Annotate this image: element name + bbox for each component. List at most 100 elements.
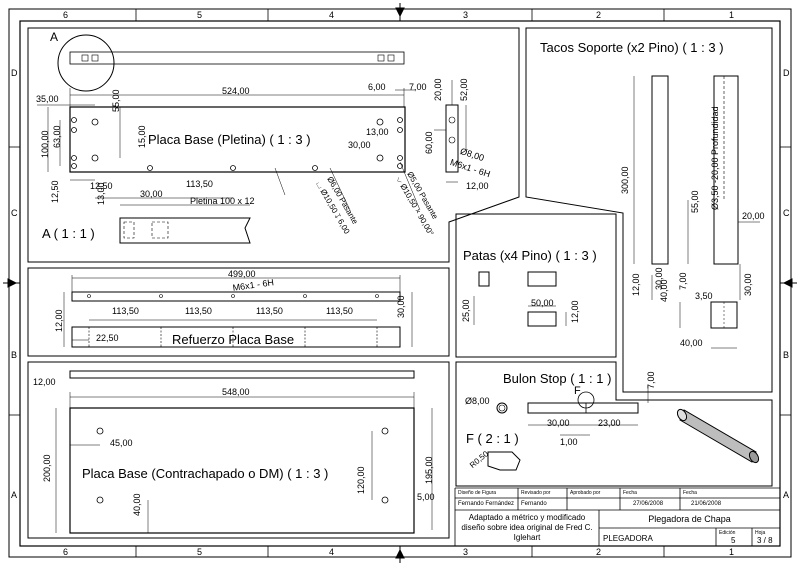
pata-dim-50: 50,00 <box>531 298 554 308</box>
cp-dim-40: 40,00 <box>132 493 142 516</box>
tb-fecha2-header: Fecha <box>683 490 697 496</box>
detail-a-circle-label: A <box>50 30 59 44</box>
dim-12: 12,00 <box>466 181 489 191</box>
bulon-dims <box>528 385 649 436</box>
pata-top <box>527 271 557 287</box>
pata-dim-12: 12,00 <box>570 300 580 323</box>
taco-dim-12: 12,00 <box>631 273 641 296</box>
zone-top-6: 6 <box>63 10 69 20</box>
dim-12-50a: 12,50 <box>50 180 60 203</box>
zone-bottom-4: 4 <box>329 547 335 557</box>
zone-bottom-3: 3 <box>463 547 469 557</box>
dim-20: 20,00 <box>433 78 443 101</box>
frame-bulon <box>455 361 773 487</box>
taco-dim-20: 20,00 <box>742 211 765 221</box>
detail-f-circle <box>577 391 595 409</box>
dim-6: 6,00 <box>368 82 386 92</box>
detail-f-view <box>487 451 521 471</box>
tb-aprobado-header: Aprobado por <box>570 490 601 496</box>
taco-dim-7: 7,00 <box>678 272 688 290</box>
refuerzo-title: Refuerzo Placa Base <box>172 332 295 347</box>
zone-right-b: B <box>783 350 790 360</box>
taco-dims <box>633 76 760 349</box>
refuerzo-dims <box>63 275 413 347</box>
refuerzo-top-holes <box>87 294 379 298</box>
taco-dim-40a: 40,00 <box>659 279 669 302</box>
taco-dim-30b: 30,00 <box>743 273 753 296</box>
cp-dim-12: 12,00 <box>33 377 56 387</box>
taco-dim-hole: Ø3,50 -20,00 Profundidad <box>710 106 720 210</box>
centering-marks <box>3 3 797 563</box>
ref-dim-12: 12,00 <box>54 309 64 332</box>
pata-dim-25: 25,00 <box>461 299 471 322</box>
dim-13a: 13,00 <box>96 182 106 205</box>
taco-front <box>651 75 669 265</box>
taco-dim-300: 300,00 <box>620 166 630 194</box>
tb-note: Adaptado a métrico y modificado diseño s… <box>461 513 593 542</box>
zone-top-5: 5 <box>197 10 203 20</box>
dim-15: 15,00 <box>137 125 147 148</box>
ref-dim-113-50d: 113,50 <box>326 306 353 316</box>
tb-drawing-title: Plegadora de Chapa <box>648 514 731 524</box>
dim-35: 35,00 <box>36 94 59 104</box>
frame-tacos <box>525 27 773 393</box>
ref-dim-113-50b: 113,50 <box>185 306 212 316</box>
dim-100: 100,00 <box>40 130 50 158</box>
cp-dim-200: 200,00 <box>42 454 52 482</box>
tb-edicion-value: 5 <box>731 536 736 545</box>
detail-a-part <box>119 217 251 244</box>
frame-patas <box>455 213 617 358</box>
tb-diseno-header: Diseño de Figura <box>458 490 497 496</box>
contrachapado-plan <box>69 407 415 534</box>
dim-12-50b: 12,50 <box>90 181 113 191</box>
detail-f-mark: F <box>574 385 581 397</box>
detail-a-circle <box>57 34 115 92</box>
taco-side <box>713 75 739 265</box>
ref-dim-30: 30,00 <box>396 295 406 318</box>
cp-dim-548: 548,00 <box>222 387 250 397</box>
zone-bottom-5: 5 <box>197 547 203 557</box>
bulon-dim-7: 7,00 <box>646 371 656 389</box>
placa-base-holes <box>71 117 403 171</box>
tb-revisado-header: Revisado por <box>521 490 551 496</box>
zone-top-1: 1 <box>729 10 735 20</box>
zone-top-3: 3 <box>463 10 469 20</box>
zone-bottom-1: 1 <box>729 547 735 557</box>
tb-fecha2-value: 21/06/2008 <box>691 501 722 507</box>
title-block-grid <box>454 487 780 546</box>
tb-drawing-number: PLEGADORA <box>603 534 653 543</box>
dim-113-50: 113,50 <box>186 179 213 189</box>
tb-diseno-value: Fernando Fernández <box>458 501 515 507</box>
zone-right-d: D <box>783 68 790 78</box>
ref-dim-499: 499,00 <box>228 269 256 279</box>
refuerzo-front <box>71 326 401 348</box>
tb-revisado-value: Fernando <box>521 501 547 507</box>
dim-60: 60,00 <box>424 131 434 154</box>
bulon-dim-d8: Ø8,00 <box>465 396 490 406</box>
bulon-end-view <box>496 402 508 414</box>
cp-dim-195: 195,00 <box>424 456 434 484</box>
contrachapado-holes <box>96 427 389 504</box>
zone-right-a: A <box>783 490 790 500</box>
zone-left-a: A <box>11 490 18 500</box>
frame-placa-base <box>27 27 520 263</box>
dim-55: 55,00 <box>111 89 121 112</box>
zone-ticks <box>9 9 791 557</box>
pata-side <box>527 311 557 327</box>
ref-dim-113-50c: 113,50 <box>256 306 283 316</box>
tb-hoja-value: 3 / 8 <box>757 536 773 545</box>
tb-hoja-header: Hoja <box>755 530 766 536</box>
zone-left-b: B <box>11 350 18 360</box>
side-view-holes <box>448 116 456 144</box>
dim-63: 63,00 <box>52 125 62 148</box>
bulon-dim-23: 23,00 <box>598 418 621 428</box>
zone-left-c: C <box>11 208 18 218</box>
taco-dim-3-50: 3,50 <box>695 291 713 301</box>
contrachapado-title: Placa Base (Contrachapado o DM) ( 1 : 3 … <box>82 466 329 481</box>
tb-fecha1-header: Fecha <box>623 490 637 496</box>
frame-refuerzo <box>27 267 450 357</box>
strip-holes <box>81 54 395 62</box>
taco-dim-40b: 40,00 <box>680 338 703 348</box>
pletina-note: Pletina 100 x 12 <box>190 196 255 206</box>
